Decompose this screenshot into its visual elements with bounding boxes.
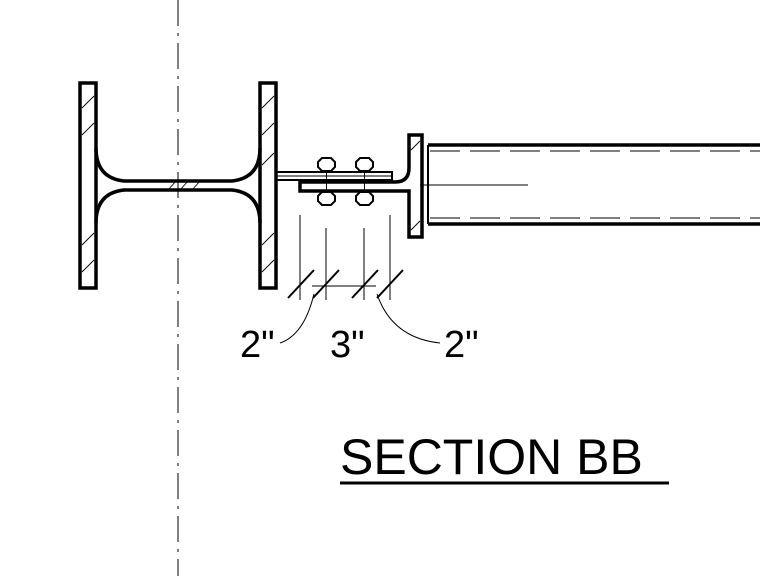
wide-flange-column	[78, 81, 278, 290]
dimension-lines	[299, 215, 391, 300]
column-hatching	[81, 95, 275, 273]
bolt-left	[317, 157, 336, 206]
dimension-label-center: 3"	[330, 324, 365, 366]
hss-beam	[420, 143, 760, 226]
clip-angle	[298, 133, 424, 239]
shear-tab-plate	[275, 171, 393, 181]
dimension-label-right: 2"	[444, 324, 479, 366]
dimension-leaders	[279, 293, 441, 344]
dimension-label-left: 2"	[240, 324, 275, 366]
section-title: SECTION BB	[340, 429, 643, 485]
bolt-right	[355, 157, 374, 206]
dimension-ticks	[287, 269, 404, 299]
